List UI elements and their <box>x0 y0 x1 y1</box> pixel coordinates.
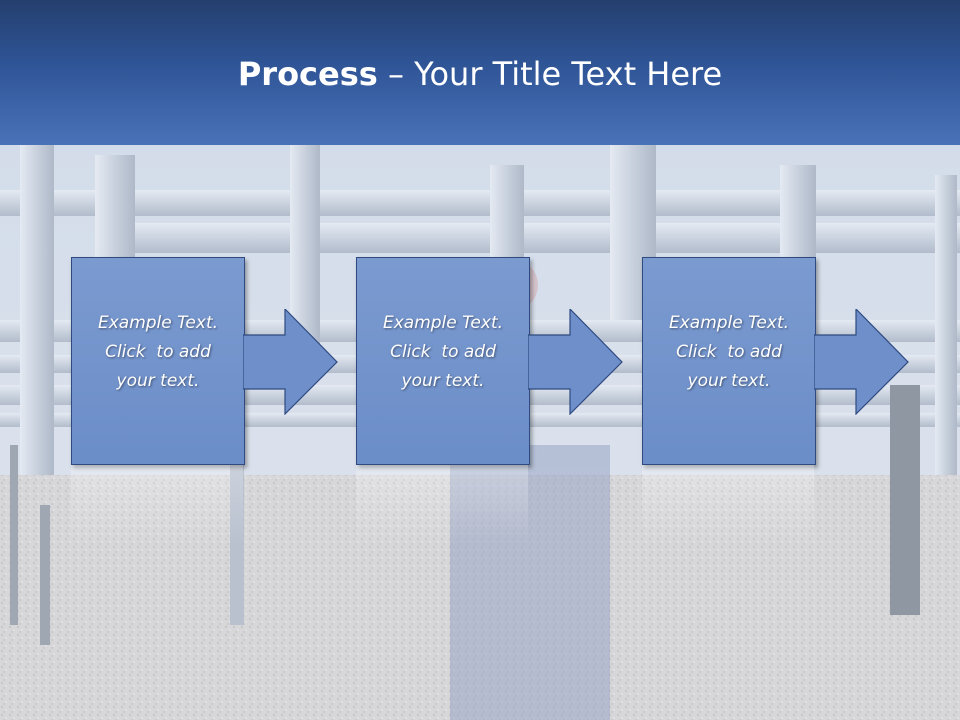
right-arrow-icon <box>243 309 338 415</box>
step-box <box>356 257 530 465</box>
step-box <box>642 257 816 465</box>
process-step-1[interactable]: Example Text. Click to add your text. <box>71 257 338 545</box>
step-label-line: Click to add <box>676 342 782 362</box>
process-step-2[interactable]: Example Text. Click to add your text. <box>356 257 623 545</box>
slide-title[interactable]: Process – Your Title Text Here <box>0 52 960 96</box>
header-band: Process – Your Title Text Here <box>0 0 960 146</box>
step-label: Example Text. Click to add your text. <box>75 309 241 396</box>
step-label-line: Click to add <box>105 342 211 362</box>
step-label-line: Click to add <box>390 342 496 362</box>
title-separator: – <box>377 55 415 93</box>
right-arrow-icon <box>528 309 623 415</box>
title-bold: Process <box>237 55 378 93</box>
right-arrow-icon <box>814 309 909 415</box>
step-box <box>71 257 245 465</box>
step-label-line: Example Text. <box>382 313 504 333</box>
process-step-3[interactable]: Example Text. Click to add your text. <box>642 257 909 545</box>
step-reflection <box>71 465 243 545</box>
step-label: Example Text. Click to add your text. <box>360 309 526 396</box>
step-label-line: Example Text. <box>97 313 219 333</box>
step-label-line: Example Text. <box>668 313 790 333</box>
title-rest: Your Title Text Here <box>414 55 723 93</box>
step-label-line: your text. <box>116 371 200 391</box>
step-label-line: your text. <box>401 371 485 391</box>
step-label: Example Text. Click to add your text. <box>646 309 812 396</box>
step-label-line: your text. <box>687 371 771 391</box>
step-reflection <box>356 465 528 545</box>
step-reflection <box>642 465 814 545</box>
